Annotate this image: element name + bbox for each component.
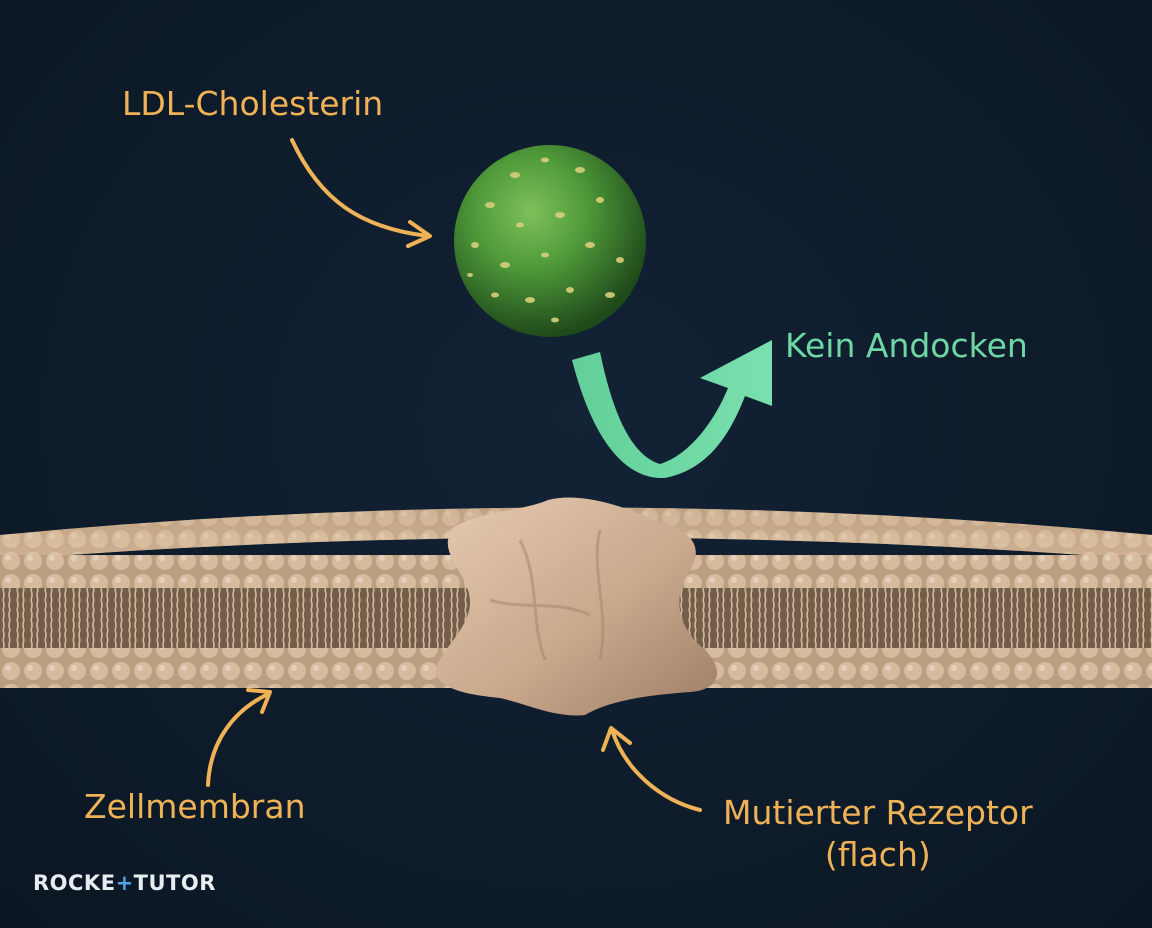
brand-logo: ROCKE+TUTOR (33, 871, 216, 895)
membrane-pointer-arrowhead (246, 688, 272, 714)
ldl-pointer-arrowhead (406, 220, 432, 248)
ldl-label: LDL-Cholesterin (122, 84, 384, 123)
no-docking-arrow (572, 340, 772, 479)
membrane-label: Zellmembran (84, 787, 306, 826)
ldl-particle (454, 145, 646, 337)
receptor-pointer-arrow (610, 728, 702, 812)
mutated-receptor (435, 497, 717, 716)
membrane-pointer-arrow (206, 692, 270, 787)
ldl-pointer-arrow (290, 138, 430, 238)
receptor-label-line2: (flach) (824, 835, 931, 874)
no-docking-label: Kein Andocken (785, 326, 1028, 365)
logo-part2: TUTOR (133, 871, 216, 895)
logo-part1: ROCKE (33, 871, 116, 895)
receptor-label: Mutierter Rezeptor (flach) (723, 792, 1033, 876)
receptor-pointer-arrowhead (601, 726, 632, 752)
receptor-label-line1: Mutierter Rezeptor (723, 793, 1033, 832)
logo-plus: + (115, 871, 134, 895)
